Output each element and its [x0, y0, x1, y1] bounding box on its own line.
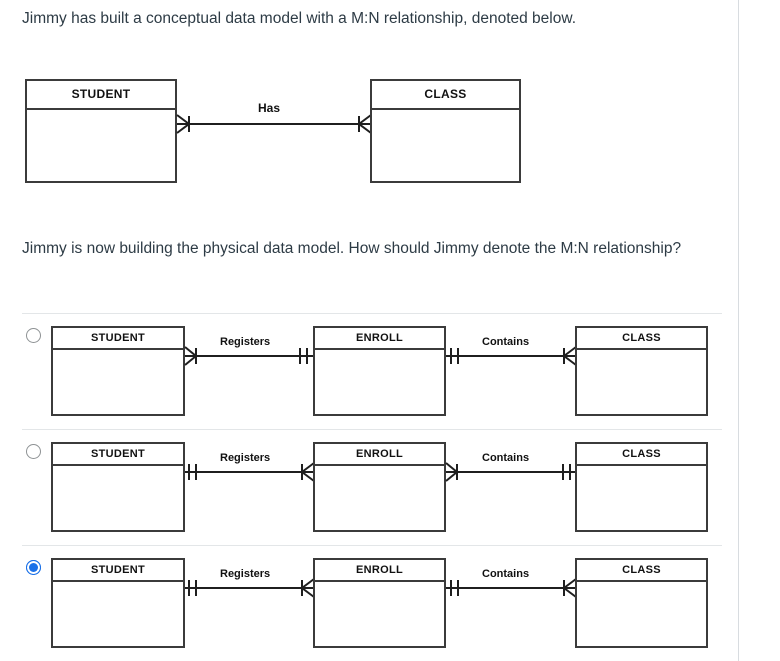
cardinality-symbol-many-b-right	[294, 460, 316, 486]
cardinality-symbol-one-a-left2	[446, 344, 468, 370]
entity-enroll-option-a: ENROLL	[313, 326, 446, 416]
entity-student-option-c: STUDENT	[51, 558, 185, 648]
relationship-line-contains-b	[446, 471, 575, 473]
relationship-line-registers-b	[185, 471, 313, 473]
cardinality-symbol-many-c-right	[294, 576, 316, 602]
question-stem-2: Jimmy is now building the physical data …	[22, 240, 682, 257]
option-separator	[22, 545, 722, 546]
conceptual-er-diagram: STUDENT Has	[0, 0, 780, 200]
entity-title: STUDENT	[53, 328, 183, 350]
entity-student-conceptual: STUDENT	[25, 79, 177, 183]
answer-option-a[interactable]: STUDENT Registers ENROLL Contains	[0, 318, 738, 428]
relationship-line-registers-a	[185, 355, 313, 357]
relationship-line-registers-c	[185, 587, 313, 589]
entity-title: CLASS	[577, 444, 706, 466]
entity-class-option-a: CLASS	[575, 326, 708, 416]
relationship-label-contains-c: Contains	[482, 568, 530, 580]
answer-option-c[interactable]: STUDENT Registers ENROLL Contains CLASS	[0, 550, 738, 660]
relationship-label-registers-b: Registers	[220, 452, 271, 464]
entity-title: CLASS	[577, 560, 706, 582]
relationship-line-has	[177, 123, 370, 125]
option-separator	[22, 313, 722, 314]
entity-title: STUDENT	[27, 81, 175, 110]
relationship-label-registers-a: Registers	[220, 336, 271, 348]
entity-title: ENROLL	[315, 328, 444, 350]
cardinality-symbol-one-b-left	[184, 460, 206, 486]
cardinality-symbol-many-a-right2	[556, 344, 578, 370]
cardinality-symbol-many-c-right2	[556, 576, 578, 602]
entity-title: STUDENT	[53, 444, 183, 466]
entity-class-option-b: CLASS	[575, 442, 708, 532]
entity-title: CLASS	[577, 328, 706, 350]
entity-student-option-b: STUDENT	[51, 442, 185, 532]
entity-title: STUDENT	[53, 560, 183, 582]
entity-student-option-a: STUDENT	[51, 326, 185, 416]
cardinality-symbol-one-c-left	[184, 576, 206, 602]
radio-option-b[interactable]	[26, 444, 41, 459]
question-stem-1: Jimmy has built a conceptual data model …	[22, 10, 576, 27]
radio-option-c[interactable]	[26, 560, 41, 575]
relationship-label-registers-c: Registers	[220, 568, 271, 580]
radio-option-a[interactable]	[26, 328, 41, 343]
relationship-line-contains-a	[446, 355, 575, 357]
relationship-label-contains-b: Contains	[482, 452, 530, 464]
relationship-label-contains-a: Contains	[482, 336, 530, 348]
cardinality-symbol-one-b-right2	[556, 460, 578, 486]
cardinality-symbol-one-a-right	[294, 344, 316, 370]
entity-enroll-option-b: ENROLL	[313, 442, 446, 532]
entity-title: ENROLL	[315, 444, 444, 466]
entity-class-conceptual: CLASS	[370, 79, 521, 183]
entity-title: CLASS	[372, 81, 519, 110]
cardinality-symbol-many-b-left2	[445, 460, 467, 486]
relationship-label-has: Has	[258, 101, 281, 115]
cardinality-symbol-many-a-left	[184, 344, 206, 370]
entity-enroll-option-c: ENROLL	[313, 558, 446, 648]
cardinality-symbol-many-left	[176, 111, 198, 137]
cardinality-symbol-one-c-left2	[446, 576, 468, 602]
option-separator	[22, 429, 722, 430]
relationship-line-contains-c	[446, 587, 575, 589]
entity-title: ENROLL	[315, 560, 444, 582]
entity-class-option-c: CLASS	[575, 558, 708, 648]
cardinality-symbol-many-right	[352, 111, 374, 137]
answer-option-b[interactable]: STUDENT Registers ENROLL Contains CLASS	[0, 434, 738, 544]
container-right-rule	[738, 0, 739, 661]
